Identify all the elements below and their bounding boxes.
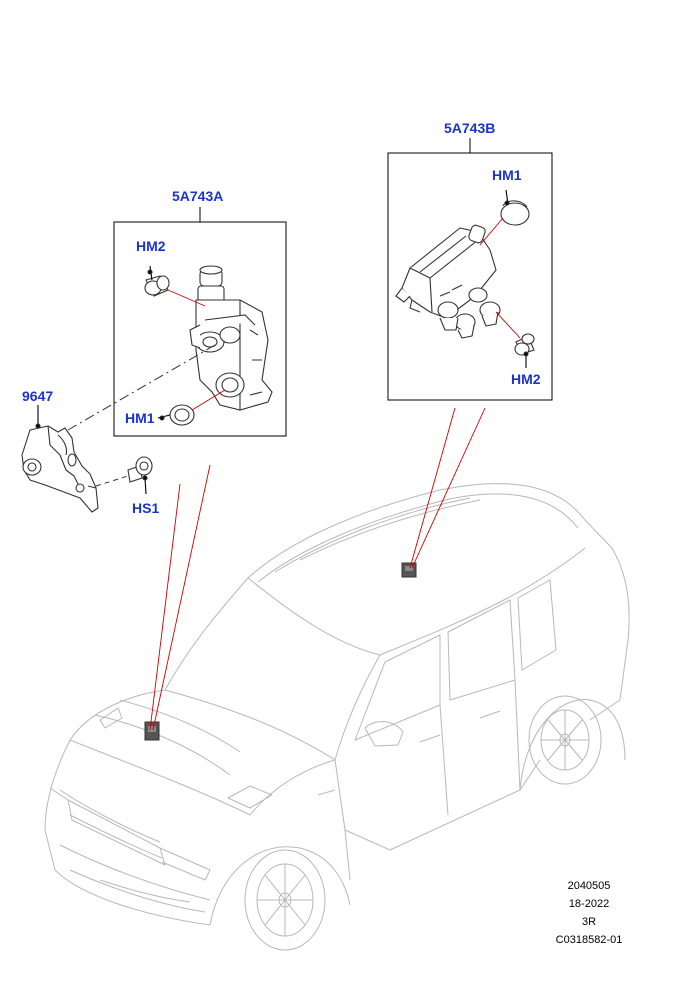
footer-reference-3: 3R [581, 916, 597, 928]
callout-hm2-a: HM2 [136, 238, 166, 254]
callout-9647: 9647 [22, 388, 54, 404]
footer-reference-4: C0318582-01 [555, 934, 623, 946]
screw-dash [95, 475, 129, 487]
bracket-9647 [21, 405, 99, 513]
footer-reference-2: 18-2022 [568, 898, 610, 910]
hm2-plug-b [514, 333, 535, 368]
hm2-a-leader [167, 289, 206, 307]
leader-lines [149, 407, 486, 731]
callout-hs1: HS1 [132, 500, 160, 516]
hm1-cap-b [500, 189, 530, 226]
hm2-b-leader [495, 311, 521, 339]
callout-5a743a: 5A743A [172, 188, 224, 204]
hm1-b-leader [479, 217, 504, 246]
assembly-line [67, 344, 216, 431]
vehicle-outline [44, 483, 630, 951]
callout-5a743b: 5A743B [444, 120, 496, 136]
callout-hm1-b: HM1 [492, 167, 522, 183]
footer-reference-1: 2040505 [567, 880, 611, 892]
location-marker-rear [401, 562, 417, 578]
callout-hm1-a: HM1 [125, 410, 155, 426]
screw-hs1 [127, 456, 153, 495]
box-5a743a [113, 207, 287, 437]
callout-hm2-b: HM2 [511, 371, 541, 387]
valve-block-b [395, 224, 501, 339]
box-5a743b [387, 138, 553, 401]
hm1-a-leader [191, 389, 226, 411]
valve-block-a [189, 265, 273, 411]
hm1-plug-a [157, 404, 195, 426]
location-marker-front [144, 721, 160, 741]
hm2-plug-a [144, 265, 170, 297]
